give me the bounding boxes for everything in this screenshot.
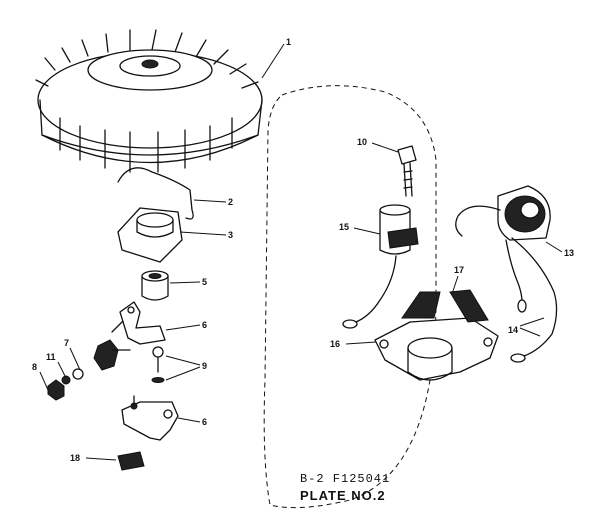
breaker-cover-part xyxy=(117,207,183,263)
cam-bushing-part xyxy=(141,270,169,301)
part-label-16: 16 xyxy=(330,339,340,349)
coil-leads-part xyxy=(505,237,558,363)
part-label-6b: 6 xyxy=(202,417,207,427)
nut-washer-stack xyxy=(47,368,84,401)
part-label-10: 10 xyxy=(357,137,367,147)
part-label-5: 5 xyxy=(202,277,207,287)
screw-washer-part xyxy=(151,346,165,383)
part-label-11: 11 xyxy=(46,352,56,362)
part-label-9: 9 xyxy=(202,361,207,371)
plate-title: PLATE NO.2 xyxy=(300,488,386,503)
part-label-6a: 6 xyxy=(202,320,207,330)
contact-block-part xyxy=(93,339,131,371)
spring-clip-part xyxy=(117,167,194,220)
breaker-arm-part xyxy=(111,301,166,345)
reference-code: B-2 F125041 xyxy=(300,472,390,486)
part-label-1: 1 xyxy=(286,37,291,47)
screw-part xyxy=(397,145,417,197)
felt-part xyxy=(117,451,145,471)
part-label-15: 15 xyxy=(339,222,349,232)
ignition-coil-part xyxy=(455,185,551,241)
part-label-2: 2 xyxy=(228,197,233,207)
part-label-13: 13 xyxy=(564,248,574,258)
part-label-17: 17 xyxy=(454,265,464,275)
breaker-plate-part xyxy=(121,395,179,441)
part-label-7: 7 xyxy=(64,338,69,348)
coil-bracket-part xyxy=(374,289,499,381)
condenser-part xyxy=(342,204,419,329)
flywheel-part xyxy=(35,29,263,173)
part-label-14: 14 xyxy=(508,325,518,335)
part-label-3: 3 xyxy=(228,230,233,240)
part-label-8: 8 xyxy=(32,362,37,372)
part-label-18: 18 xyxy=(70,453,80,463)
